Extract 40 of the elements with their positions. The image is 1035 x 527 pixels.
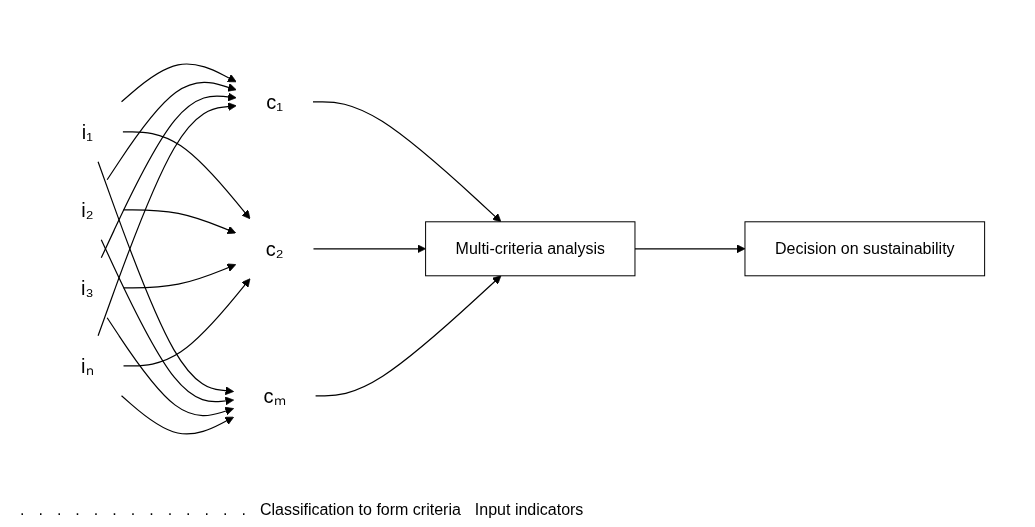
- note-text: Input indicators: [474, 501, 584, 519]
- arrow: [634, 243, 746, 253]
- note-text: .: [75, 501, 80, 519]
- note-text: .: [204, 501, 209, 519]
- arrow: [314, 274, 502, 396]
- note-text: .: [167, 501, 173, 519]
- node-text: i₁: [81, 120, 93, 143]
- node-text: c₁: [265, 90, 283, 113]
- node-box: Multi-criteria analysis: [424, 220, 636, 276]
- node-box: Decision on sustainability: [744, 220, 985, 276]
- arrow: [122, 277, 251, 366]
- node-text: iₙ: [80, 354, 94, 377]
- note-text: .: [241, 501, 246, 519]
- note-text: .: [56, 501, 62, 519]
- note-text: .: [186, 501, 191, 519]
- node-text: c₂: [265, 237, 284, 260]
- note-text: .: [93, 501, 99, 519]
- arrow: [100, 92, 237, 258]
- arrow: [120, 62, 237, 102]
- arrow: [106, 81, 237, 180]
- arrow: [122, 130, 251, 219]
- node-text: i₂: [80, 198, 94, 221]
- arrow: [100, 238, 234, 405]
- arrow: [97, 160, 234, 395]
- note-text: .: [149, 501, 154, 519]
- arrow: [122, 263, 236, 288]
- arrow: [106, 316, 234, 416]
- arrow: [122, 208, 236, 234]
- note-text: Classification to form criteria: [259, 501, 461, 519]
- note-text: .: [38, 501, 43, 519]
- arrow: [120, 394, 234, 435]
- note-text: .: [20, 501, 25, 519]
- arrow: [312, 243, 426, 253]
- note-text: .: [223, 501, 228, 519]
- arrow: [312, 100, 502, 222]
- node-text: cₘ: [263, 384, 286, 407]
- note-text: .: [130, 501, 136, 519]
- node-text: i₃: [80, 276, 94, 299]
- note-text: .: [112, 501, 117, 519]
- arrow: [97, 101, 237, 336]
